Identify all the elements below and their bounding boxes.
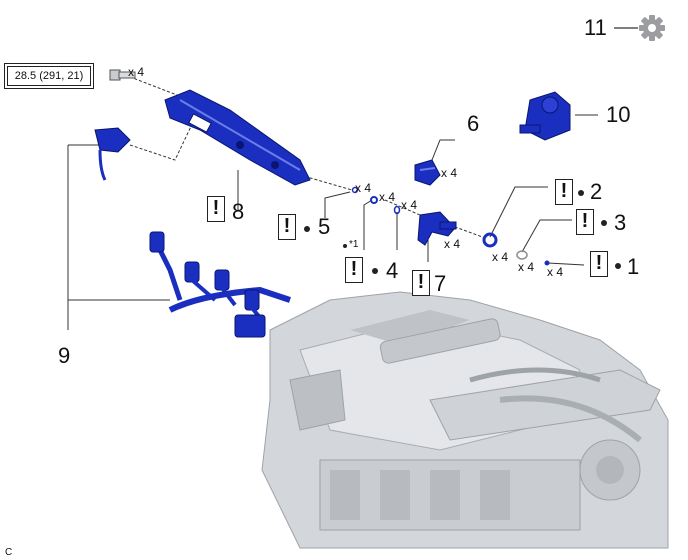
- gear-icon: [639, 15, 665, 41]
- qty-injector: x 4: [444, 237, 461, 251]
- caution-box-3: !: [576, 209, 594, 235]
- part-number-7: 7: [434, 271, 447, 296]
- caution-box-1: !: [590, 251, 608, 277]
- qty-seal-4: x 4: [379, 190, 396, 204]
- wire-harness: [149, 231, 291, 338]
- qty-seal-7: x 4: [401, 198, 418, 212]
- part-number-11: 11: [584, 15, 607, 40]
- figure-code: C: [5, 547, 13, 558]
- part-number-4: 4: [386, 258, 399, 283]
- bullet-dot-3: [601, 220, 607, 226]
- torque-spec-text: 28.5 (291, 21): [7, 66, 91, 86]
- qty-bolt: x 4: [128, 65, 145, 79]
- caution-box-2: !: [555, 179, 573, 205]
- qty-seal-5: x 4: [355, 181, 372, 195]
- qty-ring-3: x 4: [518, 260, 535, 274]
- bullet-dot-5: [304, 226, 310, 232]
- part-number-5: 5: [318, 214, 331, 239]
- part-number-10: 10: [606, 102, 631, 127]
- engine-assembly: [261, 291, 669, 549]
- fuel-injector: [417, 211, 457, 246]
- qty-clamp: x 4: [441, 166, 458, 180]
- caution-box-4: !: [345, 257, 363, 283]
- bullet-dot-2: [578, 190, 584, 196]
- part-number-6: 6: [467, 111, 480, 136]
- caution-box-7: !: [412, 270, 430, 296]
- bullet-dot-4: [372, 268, 378, 274]
- footnote-marker: *1: [349, 239, 359, 250]
- seals: [351, 186, 550, 266]
- bullet-dot-star: [343, 244, 347, 248]
- leader-lines: [67, 74, 598, 330]
- fuel-delivery-pipe: [164, 89, 311, 186]
- part-number-3: 3: [614, 210, 627, 235]
- sensor-connector: [94, 127, 131, 181]
- part-number-1: 1: [627, 254, 640, 279]
- caution-box-8: !: [207, 196, 225, 222]
- part-number-9: 9: [58, 343, 71, 368]
- injector-clamp: [414, 159, 441, 186]
- fuel-pump: [519, 91, 571, 141]
- qty-part-1: x 4: [547, 265, 564, 279]
- torque-spec-box: 28.5 (291, 21): [4, 63, 94, 89]
- part-number-2: 2: [590, 179, 603, 204]
- bolt: [109, 69, 136, 81]
- part-number-8: 8: [232, 199, 245, 224]
- bullet-dot-1: [615, 263, 621, 269]
- caution-box-5: !: [278, 214, 296, 240]
- qty-oring-2: x 4: [492, 250, 509, 264]
